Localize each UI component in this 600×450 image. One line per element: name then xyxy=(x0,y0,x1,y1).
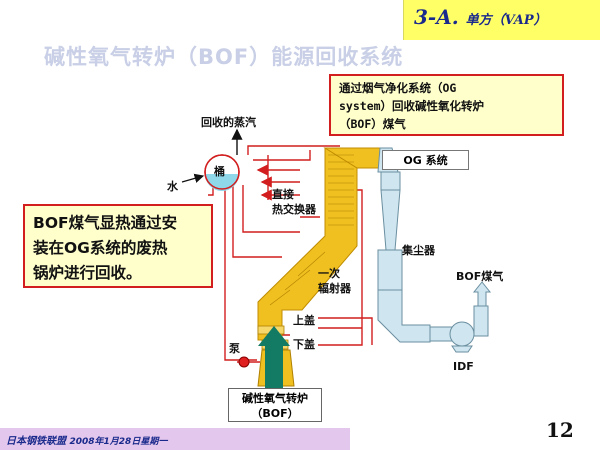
bof-heat-recovery-note: BOF煤气显热通过安 装在OG系统的废热 锅炉进行回收。 xyxy=(23,204,213,288)
water-label: 水 xyxy=(167,180,178,193)
page-number: 12 xyxy=(546,418,574,442)
primary-radiator-label: 一次 辐射器 xyxy=(318,267,351,295)
steam-drum xyxy=(204,154,240,191)
bof-gas-arrow-icon xyxy=(472,281,492,307)
section-tab-text: 3-A. 单方（VAP） xyxy=(414,5,547,29)
water-inlet-arrow xyxy=(181,173,205,183)
upper-cover-label: 上盖 xyxy=(293,314,315,327)
footer-date: 2008年1月28日星期一 xyxy=(69,437,168,447)
dust-collector-label: 集尘器 xyxy=(402,244,435,257)
footer: 日本钢铁联盟 2008年1月28日星期一 xyxy=(0,428,350,450)
drum-label: 桶 xyxy=(214,165,225,178)
bof-gas-label: BOF煤气 xyxy=(456,270,504,283)
slide-title: 碱性氧气转炉（BOF）能源回收系统 xyxy=(44,45,404,69)
pump-icon xyxy=(238,356,250,368)
og-system-note: 通过烟气净化系统（OG system）回收碱性氧化转炉 （BOF）煤气 xyxy=(329,74,564,136)
idf-label: IDF xyxy=(453,360,474,373)
steam-label: 回收的蒸汽 xyxy=(201,116,256,129)
direct-heat-exchanger-label: 直接 热交换器 xyxy=(272,188,316,216)
section-number: 3-A. xyxy=(414,5,459,29)
lower-cover-label: 下盖 xyxy=(293,338,315,351)
og-system-label: OG 系统 xyxy=(382,150,469,170)
pump-label: 泵 xyxy=(229,342,240,355)
footer-org: 日本钢铁联盟 xyxy=(6,436,66,447)
section-tab: 3-A. 单方（VAP） xyxy=(403,0,600,40)
bof-furnace-label: 碱性氧气转炉 （BOF） xyxy=(228,388,322,422)
section-subtitle: 单方（VAP） xyxy=(465,13,547,28)
flue-gas-arrow xyxy=(258,326,290,388)
